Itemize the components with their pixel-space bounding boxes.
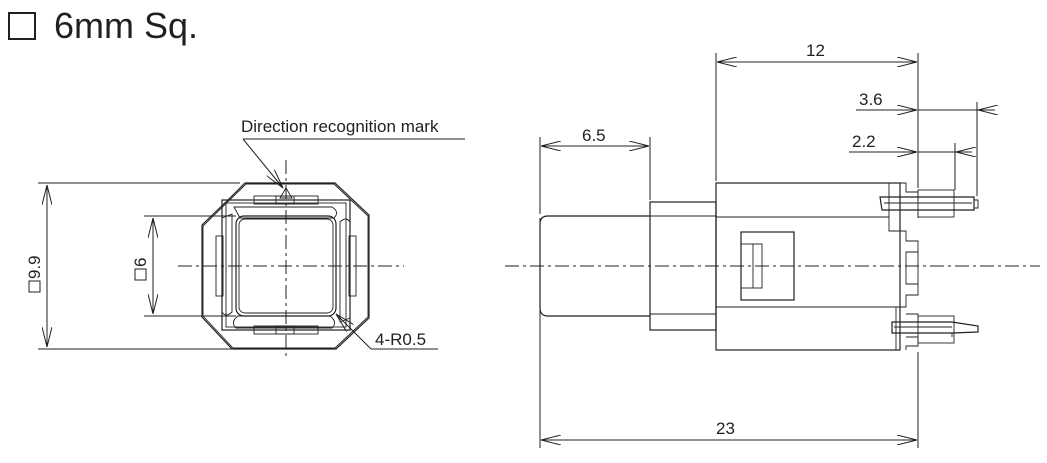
side-view: 23 6.5 12 3.6 2.2 (505, 41, 1040, 448)
dim-overall-label: 23 (716, 419, 735, 438)
bezel-outline (201, 182, 370, 350)
dim-cap-label: 6.5 (582, 126, 606, 145)
front-view: 9.9 6 Direction recognition mark 4-R0.5 (25, 117, 465, 360)
dim-inner-label: 6 (131, 258, 150, 281)
terminal-upper (879, 189, 979, 218)
dim-terminal-short-label: 2.2 (852, 132, 876, 151)
terminal-lower (891, 315, 979, 344)
switch-body (715, 182, 901, 351)
direction-mark-label: Direction recognition mark (241, 117, 439, 136)
dim-outer-label: 9.9 (25, 255, 44, 293)
title-text: 6mm Sq. (54, 5, 199, 46)
title: 6mm Sq. (8, 6, 198, 46)
corner-radius-label: 4-R0.5 (375, 330, 426, 349)
svg-text:6: 6 (131, 258, 150, 267)
dim-terminal-long-label: 3.6 (859, 90, 883, 109)
square-symbol-icon (8, 12, 36, 40)
key-cap (235, 215, 337, 317)
svg-text:9.9: 9.9 (25, 255, 44, 279)
dim-body-label: 12 (806, 41, 825, 60)
direction-mark-icon (279, 187, 293, 199)
